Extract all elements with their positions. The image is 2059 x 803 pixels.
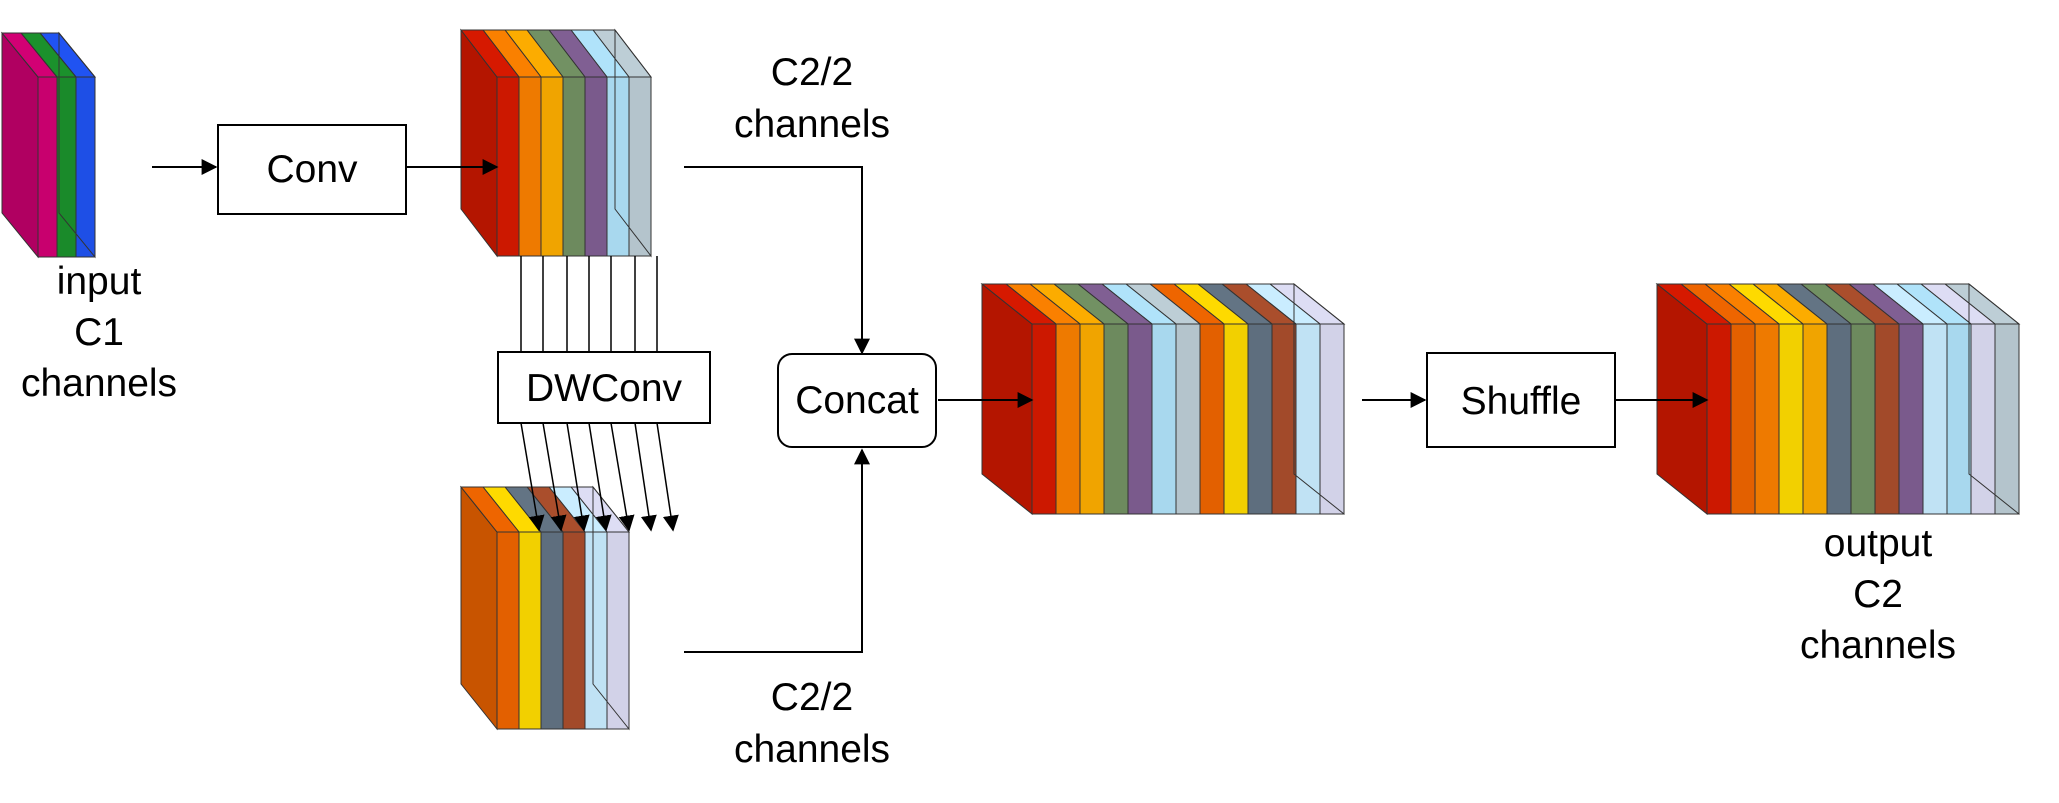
concat_out-slice-front-2	[1079, 323, 1105, 515]
input-right-edge	[58, 31, 96, 259]
conv_out-slice-front-2	[540, 76, 564, 257]
concat_out-slice-front-0	[1031, 323, 1057, 515]
bottom-half-caption-line-1: C2/2	[771, 676, 853, 719]
conv_out-slice-front-3	[562, 76, 586, 257]
conv_out-slice-front-1	[518, 76, 542, 257]
shuffle_out-slice-front-1	[1730, 323, 1756, 515]
conv_out-slice-front-6	[628, 76, 652, 257]
concat_out-slice-front-4	[1127, 323, 1153, 515]
input-caption-line-2: C1	[74, 311, 124, 354]
input-slice-front-0	[37, 76, 58, 258]
dw_out-right-edge	[592, 485, 630, 731]
concat_out-slice-front-3	[1103, 323, 1129, 515]
shuffle_out-slice-front-10	[1946, 323, 1972, 515]
dwconv-line-lower-5	[634, 422, 657, 532]
concat_out-right-edge	[1293, 282, 1345, 516]
conv_out-slice-front-4	[584, 76, 608, 257]
output-caption-line-3: channels	[1800, 624, 1956, 667]
conv_out-slice-front-5	[606, 76, 630, 257]
input-caption-line-1: input	[57, 260, 142, 303]
concat_out-slice-front-5	[1151, 323, 1177, 515]
concat_out-slice-front-6	[1175, 323, 1201, 515]
dwconv-line-lower-2	[566, 422, 590, 532]
dwconv-output-feature-stack	[459, 485, 631, 731]
shuffle_out-slice-front-2	[1754, 323, 1780, 515]
bottom-half-caption-line-2: channels	[734, 728, 890, 771]
concat_out-slice-front-12	[1319, 323, 1345, 515]
concat_out-slice-front-9	[1247, 323, 1273, 515]
output-caption-line-2: C2	[1853, 573, 1903, 616]
input-caption: input C1 channels	[21, 260, 177, 405]
shuffle-label: Shuffle	[1461, 380, 1582, 423]
concat_out-slice-front-8	[1223, 323, 1249, 515]
dwconv-box: DWConv	[497, 351, 711, 424]
bottom-half-caption: C2/2 channels	[734, 676, 890, 771]
arrow-top-to-concat	[684, 166, 870, 355]
shuffle_out-slice-front-9	[1922, 323, 1948, 515]
top-half-caption-line-1: C2/2	[771, 51, 853, 94]
dwconv-line-lower-0	[520, 422, 545, 532]
shuffle_out-slice-front-5	[1826, 323, 1852, 515]
conv-label: Conv	[266, 148, 358, 191]
dwconv-line-lower-3	[588, 422, 612, 532]
dw_out-slice-front-2	[540, 531, 564, 730]
shuffle-output-feature-stack	[1655, 282, 2021, 516]
conv-output-feature-stack	[459, 28, 653, 258]
concat-label: Concat	[795, 379, 919, 422]
shuffle_out-right-edge	[1968, 282, 2020, 516]
dwconv-line-lower-1	[542, 422, 567, 532]
shuffle_out-slice-front-3	[1778, 323, 1804, 515]
shuffle_out-slice-front-8	[1898, 323, 1924, 515]
dwconv-line-lower-6	[656, 422, 679, 532]
concat-output-feature-stack	[980, 282, 1346, 516]
shuffle_out-slice-front-0	[1706, 323, 1732, 515]
dw_out-slice-front-0	[496, 531, 520, 730]
dwconv-label: DWConv	[526, 367, 683, 410]
top-half-caption-line-2: channels	[734, 103, 890, 146]
conv_out-slice-front-0	[496, 76, 520, 257]
dw_out-slice-front-1	[518, 531, 542, 730]
concat-box: Concat	[777, 353, 937, 448]
input-caption-line-3: channels	[21, 362, 177, 405]
shuffle_out-slice-front-6	[1850, 323, 1876, 515]
dwconv-line-lower-4	[610, 422, 635, 532]
output-caption-line-1: output	[1824, 522, 1933, 565]
connectors	[152, 159, 1709, 653]
conv_out-right-edge	[614, 28, 652, 258]
arrow-bottom-to-concat	[684, 448, 870, 653]
output-caption: output C2 channels	[1800, 522, 1956, 667]
dw_out-slice-front-4	[584, 531, 608, 730]
dw_out-slice-front-5	[606, 531, 630, 730]
shuffle_out-slice-front-7	[1874, 323, 1900, 515]
dw_out-slice-front-3	[562, 531, 586, 730]
concat_out-slice-front-10	[1271, 323, 1297, 515]
input-slice-front-2	[75, 76, 96, 258]
concat_out-slice-front-7	[1199, 323, 1225, 515]
input-feature-stack	[0, 31, 97, 259]
concat_out-slice-front-1	[1055, 323, 1081, 515]
dwconv-channel-lines	[520, 256, 679, 532]
top-half-caption: C2/2 channels	[734, 51, 890, 146]
shuffle-box: Shuffle	[1426, 352, 1616, 448]
conv-box: Conv	[217, 124, 407, 215]
shuffle_out-slice-front-12	[1994, 323, 2020, 515]
shuffle_out-slice-front-4	[1802, 323, 1828, 515]
